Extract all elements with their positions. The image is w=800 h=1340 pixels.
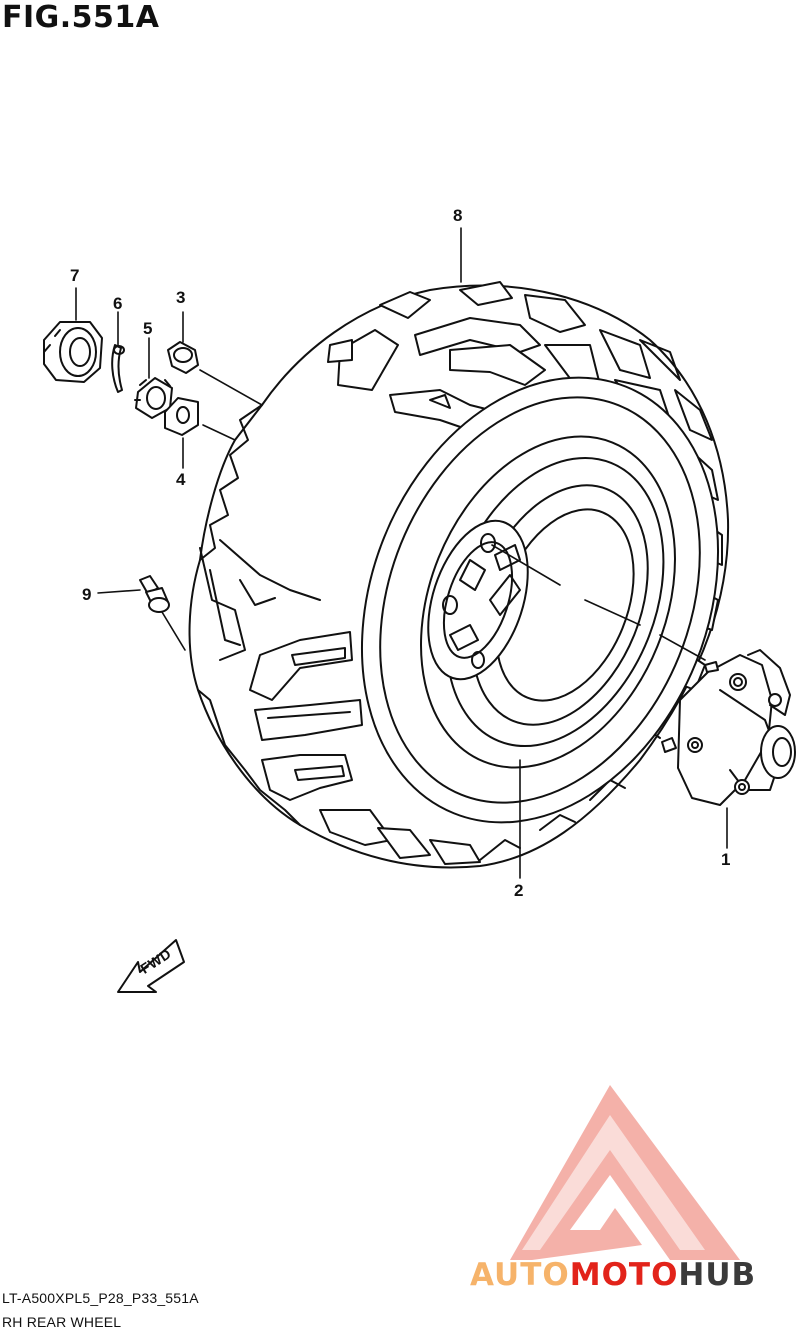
callout-8: 8: [453, 206, 463, 225]
watermark-moto: MOTO: [569, 1257, 679, 1293]
watermark-auto: AUTO: [470, 1257, 570, 1293]
diagram-code: LT-A500XPL5_P28_P33_551A: [2, 1290, 199, 1306]
callout-6: 6: [113, 294, 123, 313]
valve-part-9[interactable]: [139, 575, 170, 613]
castle-nut-part-5[interactable]: [134, 377, 173, 419]
wheel-rim-part-2[interactable]: [298, 324, 782, 876]
callout-5: 5: [143, 319, 153, 338]
callout-4: 4: [176, 470, 186, 489]
cotter-pin-part-6[interactable]: [111, 344, 125, 393]
diagram-caption: RH REAR WHEEL: [2, 1314, 122, 1330]
fwd-arrow: [117, 939, 185, 993]
hub-cap-part-7[interactable]: [43, 321, 103, 383]
washer-part-4[interactable]: [164, 397, 199, 436]
callout-9: 9: [82, 585, 92, 604]
leader-lines: [75, 227, 728, 879]
callout-7: 7: [70, 266, 80, 285]
callout-1: 1: [721, 850, 731, 869]
callout-3: 3: [176, 288, 186, 307]
watermark-logo: [510, 1085, 740, 1260]
hub-part-1[interactable]: [661, 649, 796, 806]
callout-2: 2: [514, 881, 524, 900]
figure-title: FIG.551A: [2, 0, 160, 35]
watermark-hub: HUB: [678, 1257, 757, 1293]
nut-part-3[interactable]: [167, 341, 199, 374]
watermark-text: AUTOMOTOHUB: [470, 1257, 756, 1293]
